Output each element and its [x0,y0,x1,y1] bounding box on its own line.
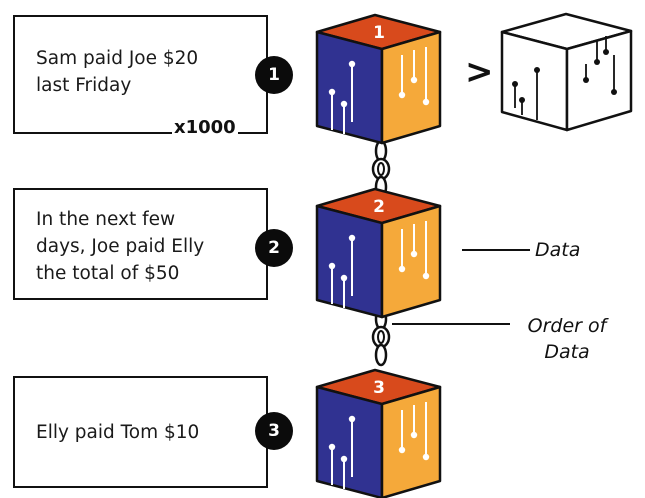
greater-than-symbol: > [465,52,494,92]
block-2-number: 2 [373,197,385,217]
step-3-box [13,376,268,488]
block-1-number: 1 [373,23,385,43]
data-callout: Data [535,239,581,261]
step-1-text: Sam paid Joe $20 last Friday [36,48,199,96]
step-3-badge: 3 [255,412,293,450]
step-3-text: Elly paid Tom $10 [36,422,200,443]
step-2-box [13,188,268,300]
circuit-lines-icon [512,36,617,120]
step-2-text: In the next few days, Joe paid Elly the … [36,209,205,284]
outline-cube [500,12,633,132]
multiplier-label: x1000 [172,117,238,138]
step-1-badge: 1 [255,56,293,94]
block-3-number: 3 [373,378,385,398]
step-2-badge: 2 [255,229,293,267]
order-of-data-callout: Order of Data [527,315,607,363]
step-1-box [13,15,268,134]
